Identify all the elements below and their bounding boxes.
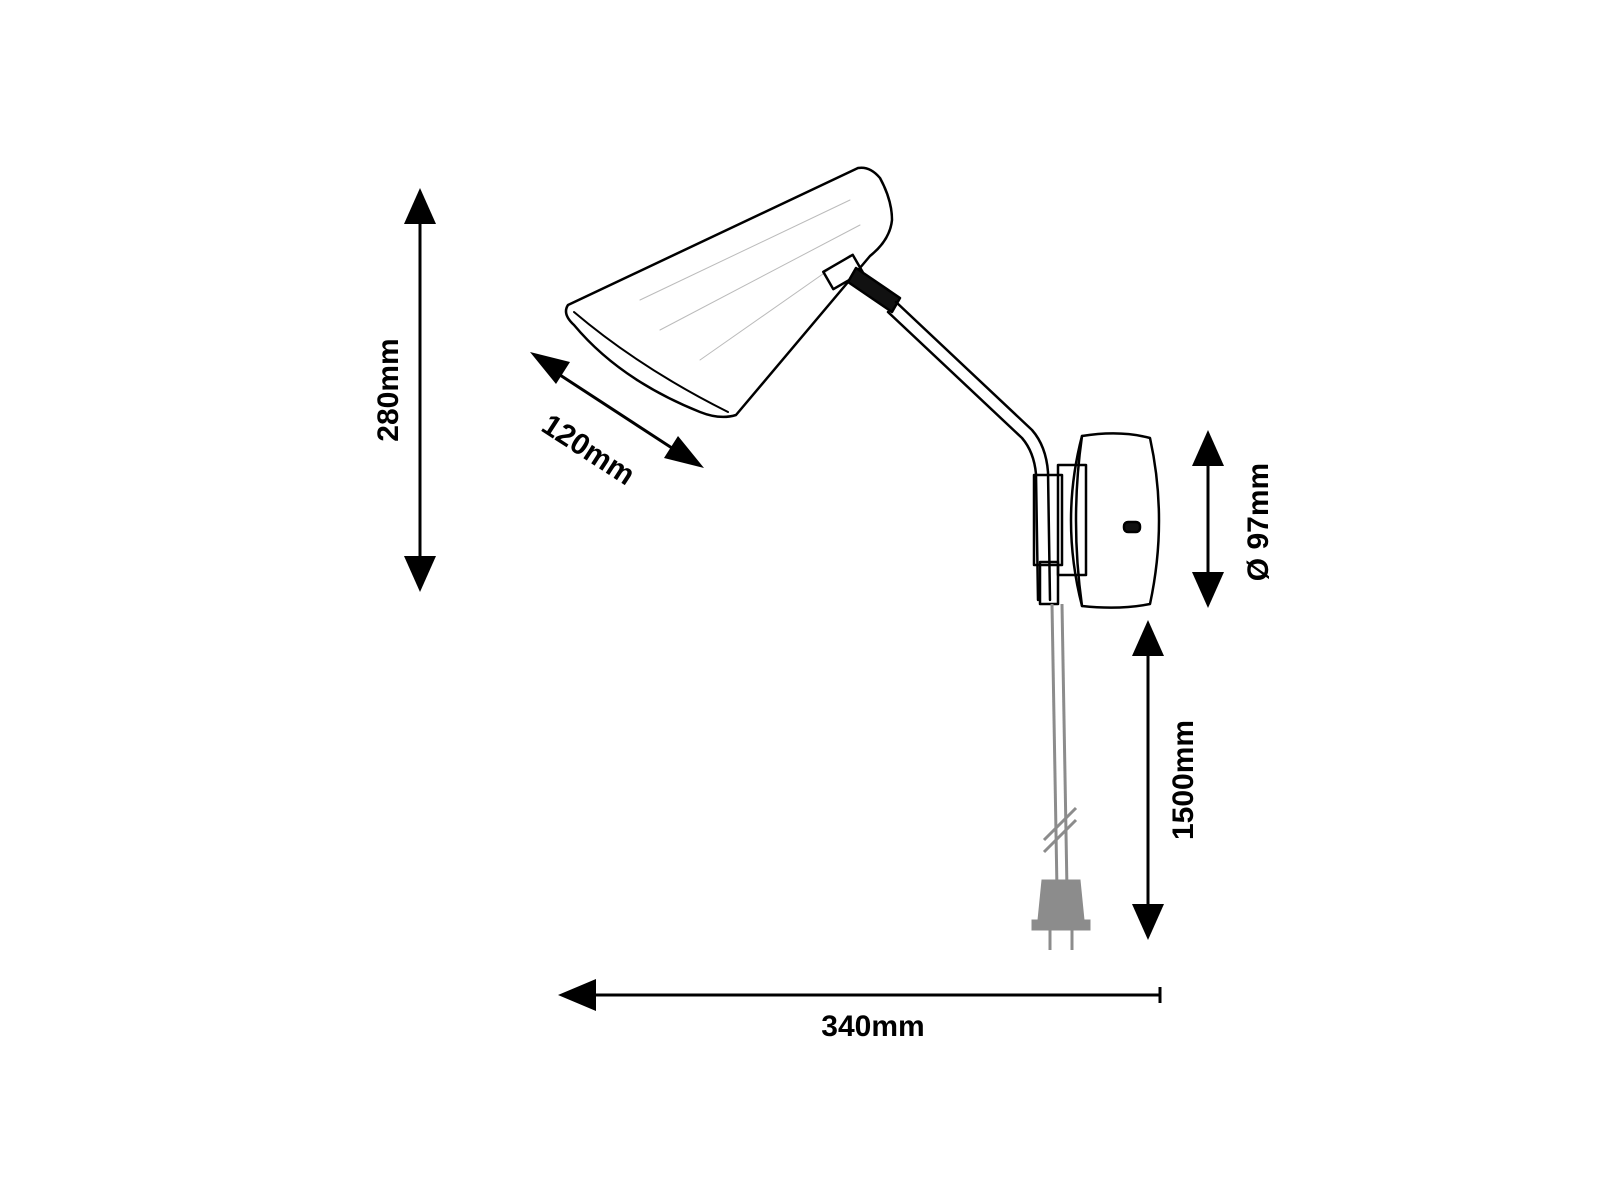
height-label: 280mm [372,338,405,441]
arm-bottom-cap [1038,560,1060,606]
cable-length-label: 1500mm [1167,720,1200,840]
base-diameter-label: Ø 97mm [1242,463,1275,581]
lamp-arm-inner [886,310,1040,602]
switch-icon [1122,520,1142,534]
shade-diameter-label: 120mm [536,408,641,492]
lamp-arm [894,300,1052,602]
power-cable [1042,603,1078,891]
wall-base-edge [1069,434,1084,608]
projection-label: 340mm [821,1010,924,1043]
shade-diameter-arrow [530,352,704,468]
wall-lamp-illustration [564,166,1161,609]
arm-mount-bracket [1032,473,1064,567]
arm-joint-knob [846,266,902,314]
wall-base-disc [1074,432,1161,609]
projection-arrow [558,979,1162,1011]
dimension-lines [404,188,1224,1011]
lamp-shade-rim [573,311,729,413]
height-dimension-arrow [404,188,436,592]
cable-length-arrow [1132,620,1164,940]
lamp-shade [564,166,894,419]
arm-mount-plate [1056,463,1088,577]
base-diameter-arrow [1192,430,1224,608]
plug-icon [1031,879,1091,950]
